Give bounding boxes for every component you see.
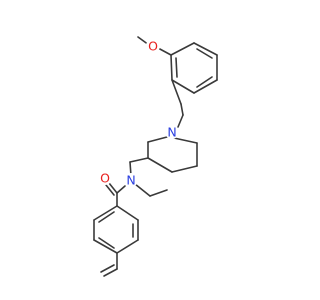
piperidine-nitrogen-label: N [167,125,176,140]
amide-nitrogen-mask [124,173,138,187]
amide-nitrogen-atom: N [124,173,138,188]
methoxy-oxygen-mask [146,39,160,53]
bond-lines [93,36,218,277]
methoxy-oxygen-label: O [148,39,158,54]
piperidine-nitrogen-atom: N [165,125,179,140]
atom-labels: O N N O [98,39,179,188]
carbonyl-oxygen-atom: O [98,171,112,186]
methoxy-oxygen-atom: O [146,39,160,54]
chemical-structure-diagram: O N N O [93,36,218,277]
piperidine-nitrogen-mask [165,125,179,139]
carbonyl-oxygen-mask [98,171,112,185]
amide-nitrogen-label: N [126,173,135,188]
carbonyl-oxygen-label: O [100,171,110,186]
